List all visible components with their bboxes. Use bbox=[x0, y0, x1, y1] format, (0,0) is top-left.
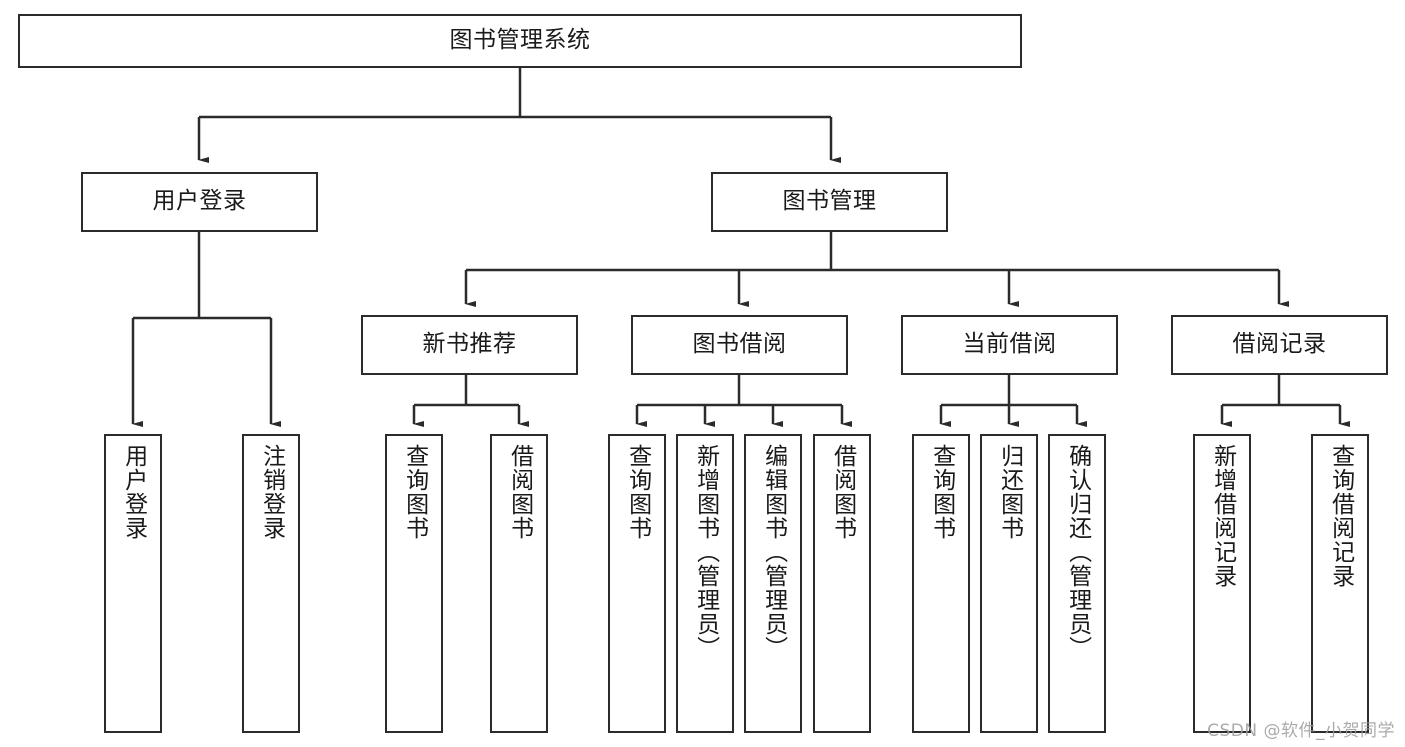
csdn-watermark: CSDN @软件_小贺同学 bbox=[1207, 721, 1395, 741]
leaf-label: 查询借阅记录 bbox=[1327, 444, 1354, 588]
leaf-query-book-current[interactable]: 查询图书 bbox=[912, 434, 970, 733]
leaf-query-book-recommend[interactable]: 查询图书 bbox=[385, 434, 443, 733]
node-current-borrow[interactable]: 当前借阅 bbox=[901, 315, 1118, 375]
leaf-borrow-book-recommend[interactable]: 借阅图书 bbox=[490, 434, 548, 733]
node-label: 图书管理系统 bbox=[449, 27, 591, 54]
leaf-label: 用户登录 bbox=[120, 444, 147, 540]
leaf-label: 编辑图书（管理员） bbox=[760, 444, 787, 660]
leaf-label: 查询图书 bbox=[401, 444, 428, 540]
leaf-return-book[interactable]: 归还图书 bbox=[980, 434, 1038, 733]
leaf-label: 归还图书 bbox=[996, 444, 1023, 540]
leaf-borrow-book[interactable]: 借阅图书 bbox=[813, 434, 871, 733]
node-label: 新书推荐 bbox=[422, 331, 517, 358]
node-label: 图书借阅 bbox=[692, 331, 787, 358]
leaf-query-book-borrow[interactable]: 查询图书 bbox=[608, 434, 666, 733]
leaf-label: 借阅图书 bbox=[506, 444, 533, 540]
leaf-label: 查询图书 bbox=[928, 444, 955, 540]
leaf-label: 新增图书（管理员） bbox=[692, 444, 719, 660]
node-label: 图书管理 bbox=[782, 188, 877, 215]
leaf-label: 注销登录 bbox=[258, 444, 285, 540]
leaf-label: 借阅图书 bbox=[829, 444, 856, 540]
leaf-user-login[interactable]: 用户登录 bbox=[104, 434, 162, 733]
leaf-logout[interactable]: 注销登录 bbox=[242, 434, 300, 733]
node-label: 当前借阅 bbox=[962, 331, 1057, 358]
node-book-borrow[interactable]: 图书借阅 bbox=[631, 315, 848, 375]
leaf-add-borrow-record[interactable]: 新增借阅记录 bbox=[1193, 434, 1251, 733]
node-user-login[interactable]: 用户登录 bbox=[81, 172, 318, 232]
leaf-label: 确认归还（管理员） bbox=[1064, 444, 1091, 660]
leaf-confirm-return-admin[interactable]: 确认归还（管理员） bbox=[1048, 434, 1106, 733]
leaf-add-book-admin[interactable]: 新增图书（管理员） bbox=[676, 434, 734, 733]
leaf-label: 查询图书 bbox=[624, 444, 651, 540]
node-borrow-record[interactable]: 借阅记录 bbox=[1171, 315, 1388, 375]
node-label: 用户登录 bbox=[152, 188, 247, 215]
leaf-label: 新增借阅记录 bbox=[1209, 444, 1236, 588]
node-book-management[interactable]: 图书管理 bbox=[711, 172, 948, 232]
leaf-query-borrow-record[interactable]: 查询借阅记录 bbox=[1311, 434, 1369, 733]
leaf-edit-book-admin[interactable]: 编辑图书（管理员） bbox=[744, 434, 802, 733]
node-new-book-recommend[interactable]: 新书推荐 bbox=[361, 315, 578, 375]
node-label: 借阅记录 bbox=[1232, 331, 1327, 358]
node-root-book-management-system[interactable]: 图书管理系统 bbox=[18, 14, 1022, 68]
